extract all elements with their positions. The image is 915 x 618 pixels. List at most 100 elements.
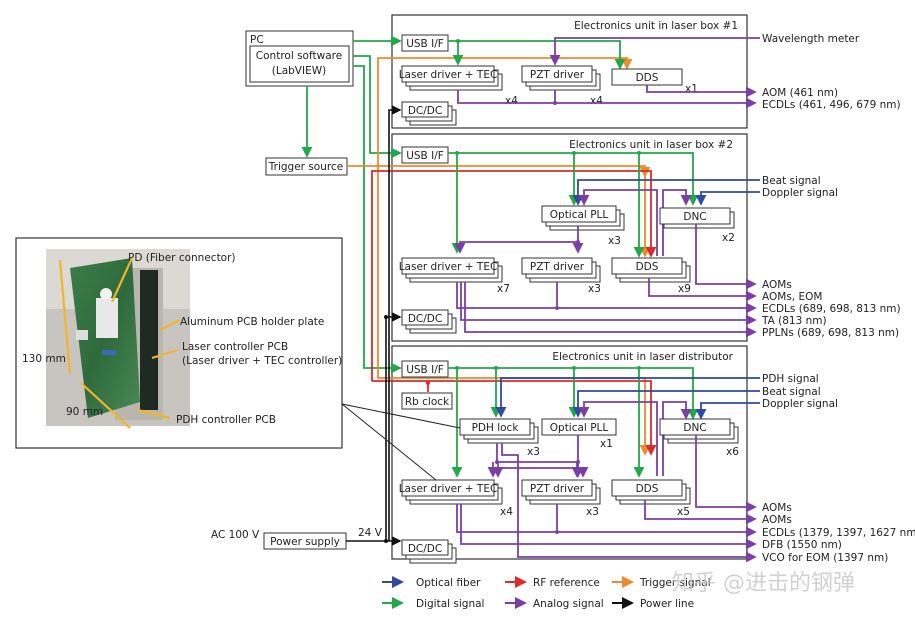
- unit1-aom-line: [646, 85, 757, 98]
- control-software-sublabel: (LabVIEW): [272, 65, 326, 77]
- unit2-usb-box: [401, 146, 449, 164]
- label-beat-signal-2: Beat signal: [762, 175, 821, 187]
- unit2-ppln-line: [464, 282, 757, 338]
- unit3-pdh-signal-line: [495, 377, 760, 418]
- unit2-pzt-label: PZT driver: [530, 261, 585, 273]
- unit1-pzt-label: PZT driver: [530, 69, 585, 81]
- control-software-label: Control software: [256, 50, 342, 62]
- unit1-dcdc-box: [401, 101, 449, 118]
- unit1-title: Electronics unit in laser box #1: [574, 20, 738, 32]
- photo-label-laser-ctrl: Laser controller PCB: [182, 341, 288, 353]
- pc-usb3-line: [353, 65, 402, 374]
- unit3-usb-bus: [448, 367, 699, 420]
- unit3-dds-count: x5: [677, 506, 690, 518]
- photo-label-pdh-ctrl: PDH controller PCB: [176, 414, 276, 426]
- photo-label-laser-ctrl-sub: (Laser driver + TEC controller): [182, 355, 342, 367]
- unit3-pzt-label: PZT driver: [530, 483, 585, 495]
- label-aoms-2a: AOMs: [762, 279, 792, 291]
- unit2-laser-driver-label: Laser driver + TEC: [399, 261, 498, 273]
- pdh-lock-count: x3: [527, 446, 540, 458]
- pdh-lock-box: [459, 418, 531, 436]
- power-dcdc2-line: [385, 312, 402, 541]
- rf-unit2-line: [371, 170, 657, 381]
- unit3-dnc-aoms-line: [695, 435, 757, 513]
- pdh-lock-label: PDH lock: [472, 422, 520, 434]
- unit3-usb-label: USB I/F: [406, 364, 444, 376]
- pc-label: PC: [250, 34, 264, 46]
- unit1: USB I/F Laser driver + TEC x4 PZT driver…: [399, 34, 760, 126]
- unit2-optical-pll-label: Optical PLL: [550, 209, 609, 221]
- unit1-dds-label: DDS: [636, 72, 659, 84]
- unit1-usb-box: [401, 34, 449, 52]
- photo-label-130mm: 130 mm: [22, 353, 66, 365]
- unit1-pzt-count: x4: [590, 95, 603, 107]
- photo-label-aluminum: Aluminum PCB holder plate: [180, 316, 324, 328]
- unit1-usb-label: USB I/F: [406, 38, 444, 50]
- 24v-label: 24 V: [358, 527, 383, 539]
- photo-label-90mm: 90 mm: [66, 406, 103, 418]
- unit2-dnc-count: x2: [722, 232, 735, 244]
- unit1-usb-dds-line: [448, 40, 626, 70]
- trigger-unit2-line: [347, 165, 651, 178]
- unit1-pzt-box: [521, 65, 593, 83]
- unit1-dds-count: x1: [685, 83, 698, 95]
- unit2-doppler-line: [695, 191, 760, 206]
- unit1-laser-driver-count: x4: [505, 95, 518, 107]
- unit3-doppler-line: [695, 402, 760, 420]
- rb-clock-box: [401, 392, 453, 410]
- unit2-optical-pll-count: x3: [608, 235, 621, 247]
- unit2-optical-pll-box: [541, 205, 617, 223]
- unit2-title: Electronics unit in laser box #2: [569, 139, 733, 151]
- unit2-dds-aoms-line: [648, 278, 757, 302]
- label-wavelength-meter: Wavelength meter: [762, 33, 860, 45]
- callout-laser-driver: [341, 403, 437, 481]
- label-aoms-3a: AOMs: [762, 502, 792, 514]
- unit2-usb-bus: [448, 152, 699, 206]
- unit3-optical-pll-label: Optical PLL: [550, 422, 609, 434]
- unit3-usb-box: [401, 360, 449, 378]
- unit3-dcdc-label: DC/DC: [408, 543, 442, 555]
- rb-clock-label: Rb clock: [405, 396, 450, 408]
- unit3-ecdl-line: [456, 504, 757, 538]
- unit3: USB I/F Rb clock PDH lock x3 Optical PLL…: [399, 360, 760, 564]
- unit2-dds-box: [611, 257, 683, 275]
- unit1-dcdc-label: DC/DC: [408, 105, 442, 117]
- unit3-dds-label: DDS: [636, 483, 659, 495]
- unit3-dnc-box: [659, 418, 731, 436]
- unit3-laser-driver-label: Laser driver + TEC: [399, 483, 498, 495]
- legend-optical-fiber: Optical fiber: [416, 577, 481, 589]
- unit2-beat-line: [572, 179, 760, 206]
- unit3-beat-line: [572, 390, 760, 418]
- pdh-pzt-line: [497, 461, 583, 478]
- watermark: 知乎 @进击的钢弹: [672, 571, 855, 596]
- unit2-dnc-aoms-line: [695, 224, 757, 290]
- unit3-vco-line: [501, 443, 757, 563]
- unit2: USB I/F Optical PLL x3 DNC x2 Laser driv…: [399, 146, 760, 338]
- unit3-dfb-line: [460, 504, 757, 550]
- unit2-laser-driver-count: x7: [497, 283, 510, 295]
- unit1-laser-driver-label: Laser driver + TEC: [399, 69, 498, 81]
- unit2-dnc-label: DNC: [683, 211, 706, 223]
- label-pdh-signal: PDH signal: [762, 373, 819, 385]
- unit2-pzt-box: [521, 257, 593, 275]
- unit3-pzt-box: [521, 479, 593, 497]
- label-ecdls-461: ECDLs (461, 496, 679 nm): [762, 99, 901, 111]
- label-ecdls-1379: ECDLs (1379, 1397, 1627 nm): [762, 527, 915, 539]
- label-beat-signal-3: Beat signal: [762, 386, 821, 398]
- unit3-optical-pll-count: x1: [600, 438, 613, 450]
- unit3-title: Electronics unit in laser distributor: [552, 351, 733, 363]
- label-aom-461: AOM (461 nm): [762, 87, 838, 99]
- unit3-dds-dnc-line: [662, 401, 692, 476]
- unit2-ta-line: [460, 282, 757, 326]
- ac-100v-label: AC 100 V: [211, 529, 260, 541]
- unit2-dds-count: x9: [678, 283, 691, 295]
- unit3-dds-opll-line: [578, 401, 658, 476]
- label-vco-eom: VCO for EOM (1397 nm): [762, 552, 888, 564]
- unit2-dnc-box: [659, 207, 731, 225]
- label-dfb-1550: DFB (1550 nm): [762, 539, 842, 551]
- unit2-usb-label: USB I/F: [406, 150, 444, 162]
- label-aoms-3b: AOMs: [762, 514, 792, 526]
- unit3-laser-driver-box: [401, 479, 495, 497]
- photo-label-pd: PD (Fiber connector): [128, 252, 236, 264]
- unit3-laser-driver-count: x4: [500, 506, 513, 518]
